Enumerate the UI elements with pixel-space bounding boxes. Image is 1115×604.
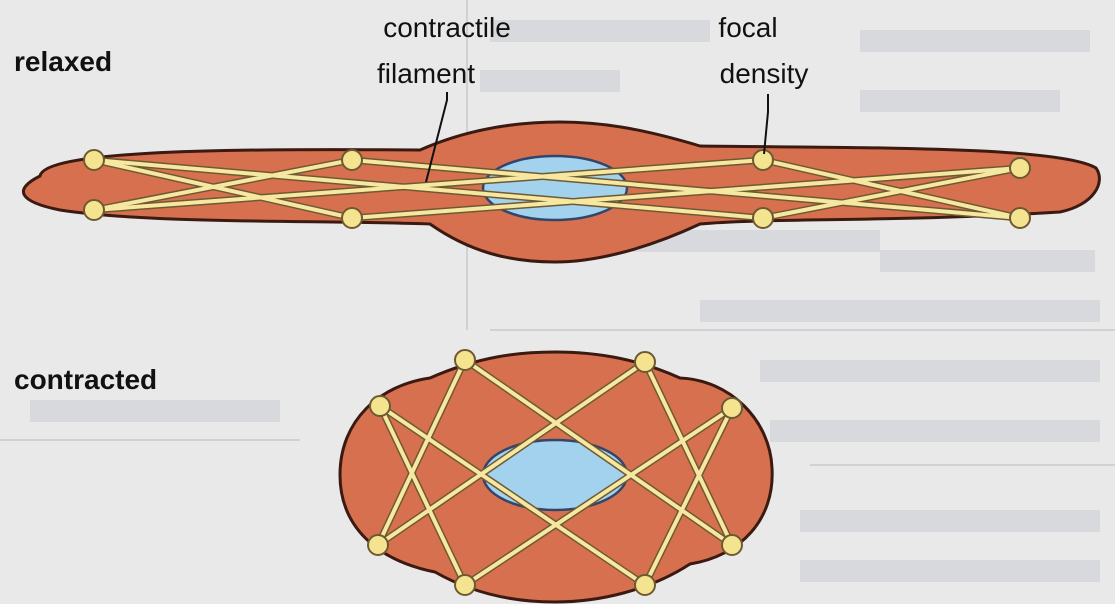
focal-density-dot xyxy=(342,208,362,228)
relaxed-nucleus xyxy=(483,156,627,220)
contractile-filament-label-line1: contractile xyxy=(383,12,511,43)
focal-density-dot xyxy=(1010,158,1030,178)
focal-density-leader xyxy=(764,94,768,154)
relaxed-cell xyxy=(23,122,1099,262)
focal-density-label-line1: focal xyxy=(718,12,777,43)
focal-density-dot xyxy=(753,208,773,228)
relaxed-label: relaxed xyxy=(14,46,112,77)
focal-density-label-line2: density xyxy=(720,58,809,89)
contracted-cell xyxy=(340,350,772,602)
focal-density-dot xyxy=(455,350,475,370)
focal-density-dot xyxy=(722,535,742,555)
contracted-label: contracted xyxy=(14,364,157,395)
focal-density-dot xyxy=(635,352,655,372)
focal-density-dot xyxy=(722,398,742,418)
focal-density-dot xyxy=(635,575,655,595)
focal-density-dot xyxy=(84,200,104,220)
focal-density-dot xyxy=(342,150,362,170)
focal-density-dot xyxy=(1010,208,1030,228)
focal-density-dot xyxy=(753,150,773,170)
focal-density-dot xyxy=(84,150,104,170)
focal-density-dot xyxy=(370,396,390,416)
focal-density-dot xyxy=(368,535,388,555)
contractile-filament-label-line2: filament xyxy=(377,58,475,89)
contracted-nucleus xyxy=(483,440,627,510)
focal-density-dot xyxy=(455,575,475,595)
